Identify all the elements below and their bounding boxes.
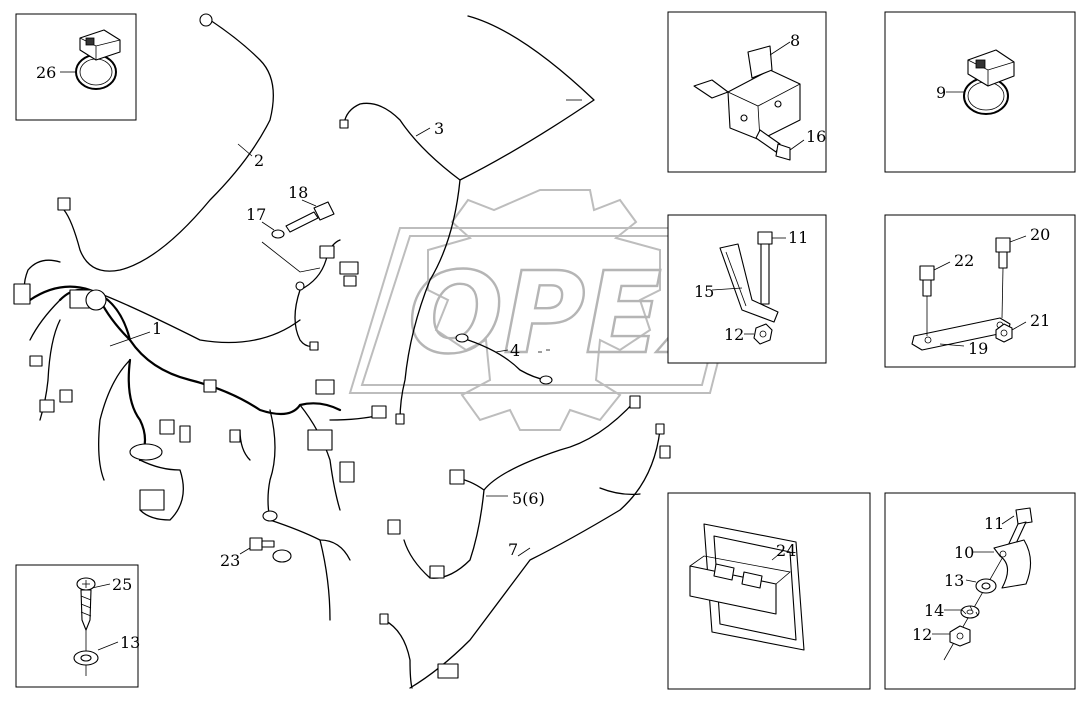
bolt-part-23: [239, 537, 292, 563]
washer-part-13-right: [965, 578, 997, 594]
main-harness-part-1: [13, 259, 387, 621]
nut-part-21: [995, 321, 1027, 343]
label-8: 8: [790, 31, 800, 50]
label-4: 4: [510, 341, 520, 360]
nut-part-12-top: [744, 323, 773, 345]
washer-part-13-left: [73, 630, 119, 676]
label-12-bottom: 12: [912, 625, 932, 644]
harness-part-2: [57, 13, 274, 272]
label-10: 10: [954, 543, 974, 562]
harness-part-5: [387, 395, 641, 579]
label-9: 9: [936, 83, 946, 102]
bolt-part-18: [285, 199, 335, 233]
label-15: 15: [694, 282, 714, 301]
label-23: 23: [220, 551, 240, 570]
clamp-part-9: [946, 49, 1015, 115]
label-12-top: 12: [724, 325, 744, 344]
label-13-left: 13: [120, 633, 140, 652]
clamp-part-26: [60, 29, 121, 90]
bolt-part-22: [919, 261, 951, 336]
label-24: 24: [776, 541, 796, 560]
watermark-outer-frame: [348, 227, 754, 394]
label-18: 18: [288, 183, 308, 202]
clip-part-10: [972, 539, 1032, 589]
harness-part-3: [339, 15, 595, 425]
label-3: 3: [434, 119, 444, 138]
cable-part-4: [455, 333, 553, 385]
screw-part-25: [76, 577, 111, 631]
label-21: 21: [1030, 311, 1050, 330]
label-13-right: 13: [944, 571, 964, 590]
lockwasher-part-14: [944, 605, 980, 619]
bolt-part-16: [755, 129, 805, 161]
label-14: 14: [924, 601, 944, 620]
label-7: 7: [508, 540, 518, 559]
label-25: 25: [112, 575, 132, 594]
label-19: 19: [968, 339, 988, 358]
inset-box-9: [884, 11, 1076, 173]
nut-part-12-bottom: [932, 625, 971, 647]
washer-part-17: [261, 221, 321, 273]
connector-group-top: [294, 239, 359, 351]
grommet-part-24: [689, 523, 805, 651]
bolt-part-20: [995, 235, 1027, 319]
bracket-part-8: [693, 41, 801, 141]
label-2: 2: [254, 151, 264, 170]
harness-part-7: [379, 423, 671, 689]
label-11-bottom: 11: [984, 514, 1004, 533]
label-22: 22: [954, 251, 974, 270]
bracket-part-15: [711, 243, 779, 323]
label-17: 17: [246, 205, 266, 224]
label-16: 16: [806, 127, 826, 146]
label-26: 26: [36, 63, 56, 82]
label-5-6: 5(6): [512, 489, 545, 508]
watermark-inner-frame: [360, 235, 742, 386]
label-1: 1: [152, 319, 162, 338]
label-11-top: 11: [788, 228, 808, 247]
bolt-part-11-top: [757, 231, 786, 305]
watermark-gear: [427, 189, 661, 431]
label-20: 20: [1030, 225, 1050, 244]
